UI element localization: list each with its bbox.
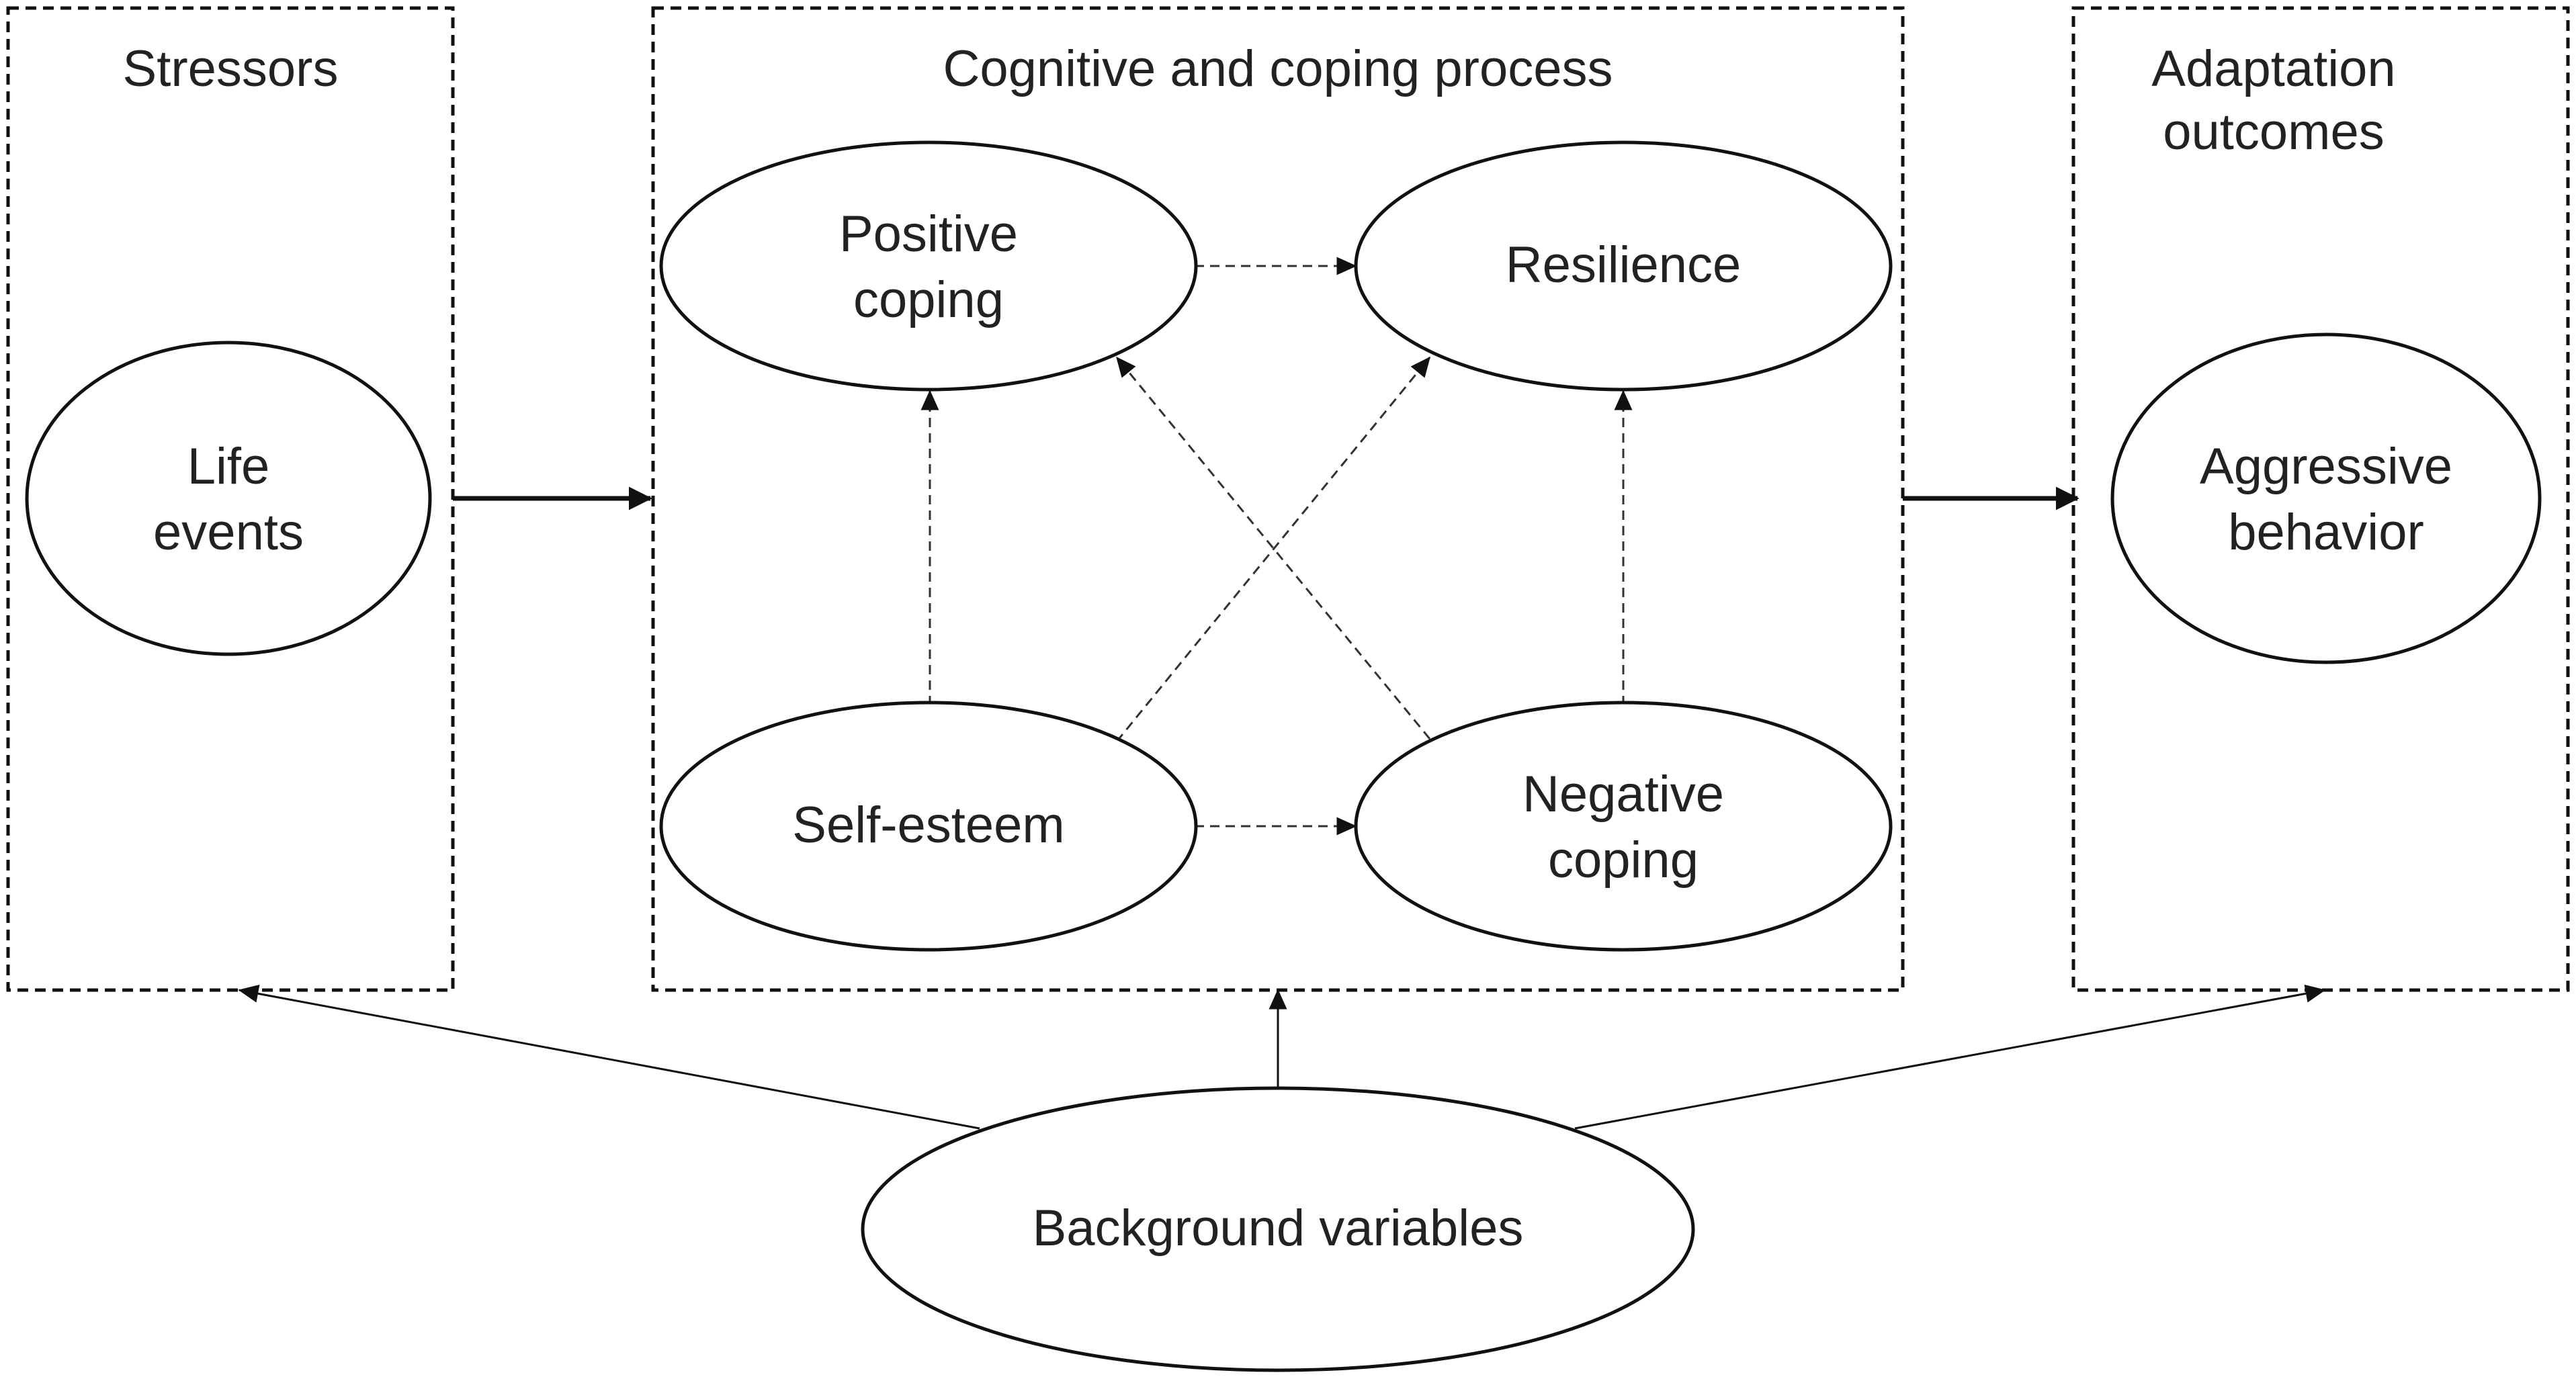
negative-coping-line1: Negative <box>1522 766 1724 823</box>
arrow-self-esteem-to-resilience <box>1115 356 1431 742</box>
outcomes-title-line1: Adaptation <box>2151 40 2395 97</box>
node-negative-coping: Negative coping <box>1354 701 1893 952</box>
process-title: Cognitive and coping process <box>943 40 1613 97</box>
arrow-background-to-outcomes <box>1574 984 2326 1130</box>
positive-coping-line1: Positive <box>839 206 1018 263</box>
arrow-background-to-stressors <box>238 984 980 1130</box>
resilience-label: Resilience <box>1506 236 1742 294</box>
node-self-esteem: Self-esteem <box>659 701 1198 952</box>
aggressive-behavior-line2: behavior <box>2228 504 2424 561</box>
aggressive-behavior-line1: Aggressive <box>2200 438 2452 495</box>
node-life-events: Life events <box>25 341 432 656</box>
negative-coping-line2: coping <box>1548 832 1699 889</box>
node-resilience: Resilience <box>1354 140 1893 392</box>
node-aggressive-behavior: Aggressive behavior <box>2110 332 2542 664</box>
node-background-variables: Background variables <box>861 1086 1695 1372</box>
stressors-title: Stressors <box>123 40 339 97</box>
positive-coping-line2: coping <box>853 271 1004 328</box>
adaptation-outcomes-box <box>2071 6 2570 992</box>
arrow-negative-coping-to-positive-coping <box>1115 356 1431 740</box>
self-esteem-label: Self-esteem <box>792 797 1065 854</box>
background-variables-label: Background variables <box>1033 1200 1524 1257</box>
life-events-line1: Life <box>187 438 270 495</box>
outcomes-title-line2: outcomes <box>2163 103 2385 161</box>
life-events-line2: events <box>153 504 304 561</box>
node-positive-coping: Positive coping <box>659 140 1198 392</box>
